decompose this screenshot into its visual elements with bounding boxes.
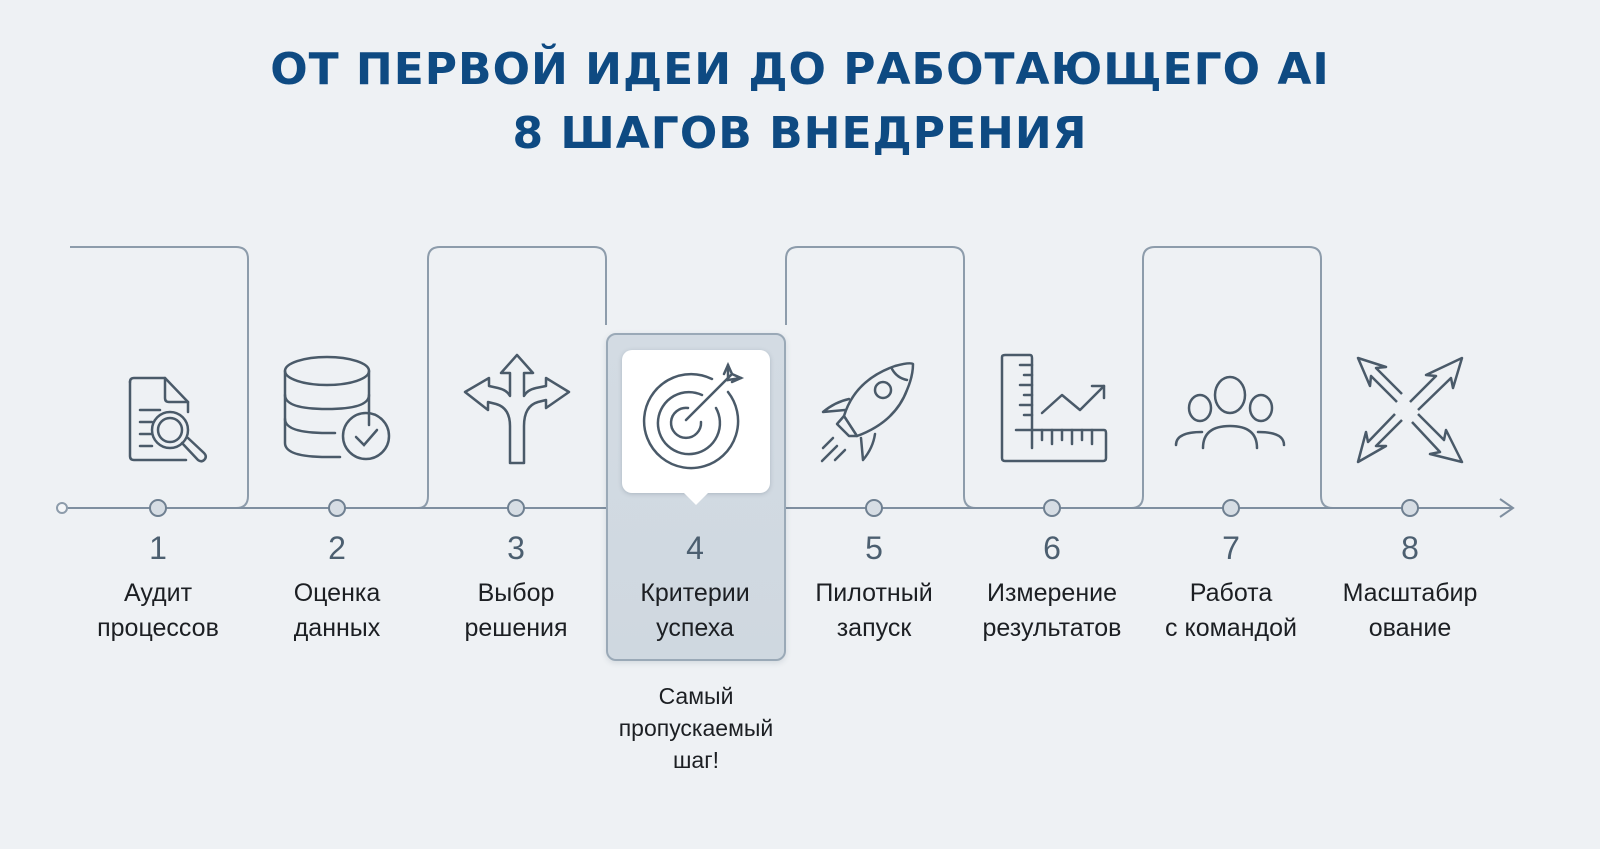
step-box-3 bbox=[417, 246, 607, 509]
step-label-5-line2: запуск bbox=[836, 614, 912, 642]
title-line-2: 8 ШАГОВ ВНЕДРЕНИЯ bbox=[512, 108, 1088, 159]
step-label-3: Выбор решения bbox=[427, 576, 605, 646]
step-label-2: Оценка данных bbox=[248, 576, 426, 646]
step-label-4-line1: Критерии bbox=[640, 579, 750, 607]
step-label-4-line2: успеха bbox=[656, 614, 734, 642]
expand-arrows-icon bbox=[1356, 356, 1464, 464]
step-label-8-line2: ование bbox=[1368, 614, 1452, 642]
step-label-1-line1: Аудит bbox=[123, 579, 193, 607]
highlight-note-line2: пропускаемый bbox=[618, 715, 774, 741]
step-box-1 bbox=[70, 246, 249, 509]
step-label-1: Аудит процессов bbox=[69, 576, 247, 646]
rocket-icon bbox=[820, 362, 915, 463]
database-check-icon bbox=[283, 355, 391, 461]
step-label-5: Пилотный запуск bbox=[785, 576, 963, 646]
step-label-7-line2: с командой bbox=[1165, 614, 1297, 642]
step-number-5: 5 bbox=[865, 530, 883, 566]
step-label-2-line2: данных bbox=[293, 614, 381, 642]
step-box-5 bbox=[785, 246, 977, 509]
timeline-dot-6 bbox=[1043, 499, 1061, 517]
highlight-note-line3: шаг! bbox=[672, 747, 720, 773]
step-number-2: 2 bbox=[328, 530, 346, 566]
step-label-7-line1: Работа bbox=[1189, 579, 1273, 607]
step-number-7: 7 bbox=[1222, 530, 1240, 566]
step-number-1: 1 bbox=[149, 530, 167, 566]
page-title: ОТ ПЕРВОЙ ИДЕИ ДО РАБОТАЮЩЕГО AI 8 ШАГОВ… bbox=[0, 38, 1600, 166]
step-number-6: 6 bbox=[1043, 530, 1061, 566]
step-label-6-line2: результатов bbox=[982, 614, 1122, 642]
step-box-7 bbox=[1130, 246, 1334, 509]
step-label-2-line1: Оценка bbox=[293, 579, 381, 607]
timeline-dot-8 bbox=[1401, 499, 1419, 517]
timeline-dot-1 bbox=[149, 499, 167, 517]
team-icon bbox=[1174, 375, 1286, 450]
step-label-4: Критерии успеха bbox=[606, 576, 784, 646]
timeline-dot-2 bbox=[328, 499, 346, 517]
step-label-8-line1: Масштабир bbox=[1342, 579, 1478, 607]
step-label-3-line2: решения bbox=[464, 614, 568, 642]
highlight-note: Самый пропускаемый шаг! bbox=[596, 680, 796, 776]
step-label-3-line1: Выбор bbox=[477, 579, 555, 607]
timeline-axis bbox=[68, 498, 1515, 518]
step-number-8: 8 bbox=[1401, 530, 1419, 566]
step-label-7: Работа с командой bbox=[1142, 576, 1320, 646]
ruler-chart-icon bbox=[1000, 353, 1108, 463]
step-label-5-line1: Пилотный bbox=[815, 579, 933, 607]
step-number-3: 3 bbox=[507, 530, 525, 566]
timeline-dot-7 bbox=[1222, 499, 1240, 517]
title-line-1: ОТ ПЕРВОЙ ИДЕИ ДО РАБОТАЮЩЕГО AI bbox=[270, 44, 1330, 95]
split-arrows-icon bbox=[463, 353, 571, 465]
target-arrow-icon bbox=[642, 362, 745, 470]
timeline-start-dot bbox=[56, 502, 68, 514]
step-label-6: Измерение результатов bbox=[963, 576, 1141, 646]
highlight-note-line1: Самый bbox=[658, 683, 734, 709]
step-label-8: Масштабир ование bbox=[1321, 576, 1499, 646]
document-search-icon bbox=[128, 376, 208, 463]
timeline-dot-3 bbox=[507, 499, 525, 517]
step-label-6-line1: Измерение bbox=[986, 579, 1117, 607]
step-number-4: 4 bbox=[686, 530, 704, 566]
step-label-1-line2: процессов bbox=[97, 614, 219, 642]
highlighted-step-box bbox=[606, 333, 786, 661]
timeline-dot-5 bbox=[865, 499, 883, 517]
